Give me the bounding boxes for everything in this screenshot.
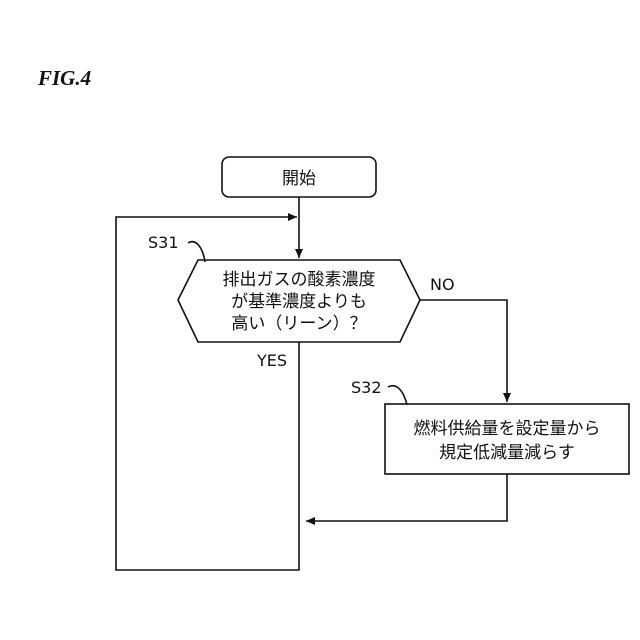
decision-line-2: が基準濃度よりも: [231, 292, 367, 312]
start-node: 開始: [222, 157, 376, 197]
decision-node: 排出ガスの酸素濃度 が基準濃度よりも 高い（リーン）？: [178, 260, 420, 342]
leader-s31: [188, 242, 205, 262]
process-node: 燃料供給量を設定量から 規定低減量減らす: [385, 404, 629, 474]
edge-process-return: [306, 474, 507, 521]
process-line-1: 燃料供給量を設定量から: [414, 419, 601, 439]
start-label: 開始: [282, 169, 316, 189]
process-line-2: 規定低減量減らす: [439, 443, 575, 463]
yes-label: YES: [256, 351, 287, 370]
no-label: NO: [430, 275, 455, 294]
decision-line-1: 排出ガスの酸素濃度: [223, 270, 376, 290]
step-label-s31: S31: [148, 233, 179, 252]
decision-line-3: 高い（リーン）？: [231, 314, 366, 334]
step-label-s32: S32: [351, 378, 382, 397]
edge-no-branch: [420, 300, 507, 402]
leader-s32: [388, 386, 407, 405]
